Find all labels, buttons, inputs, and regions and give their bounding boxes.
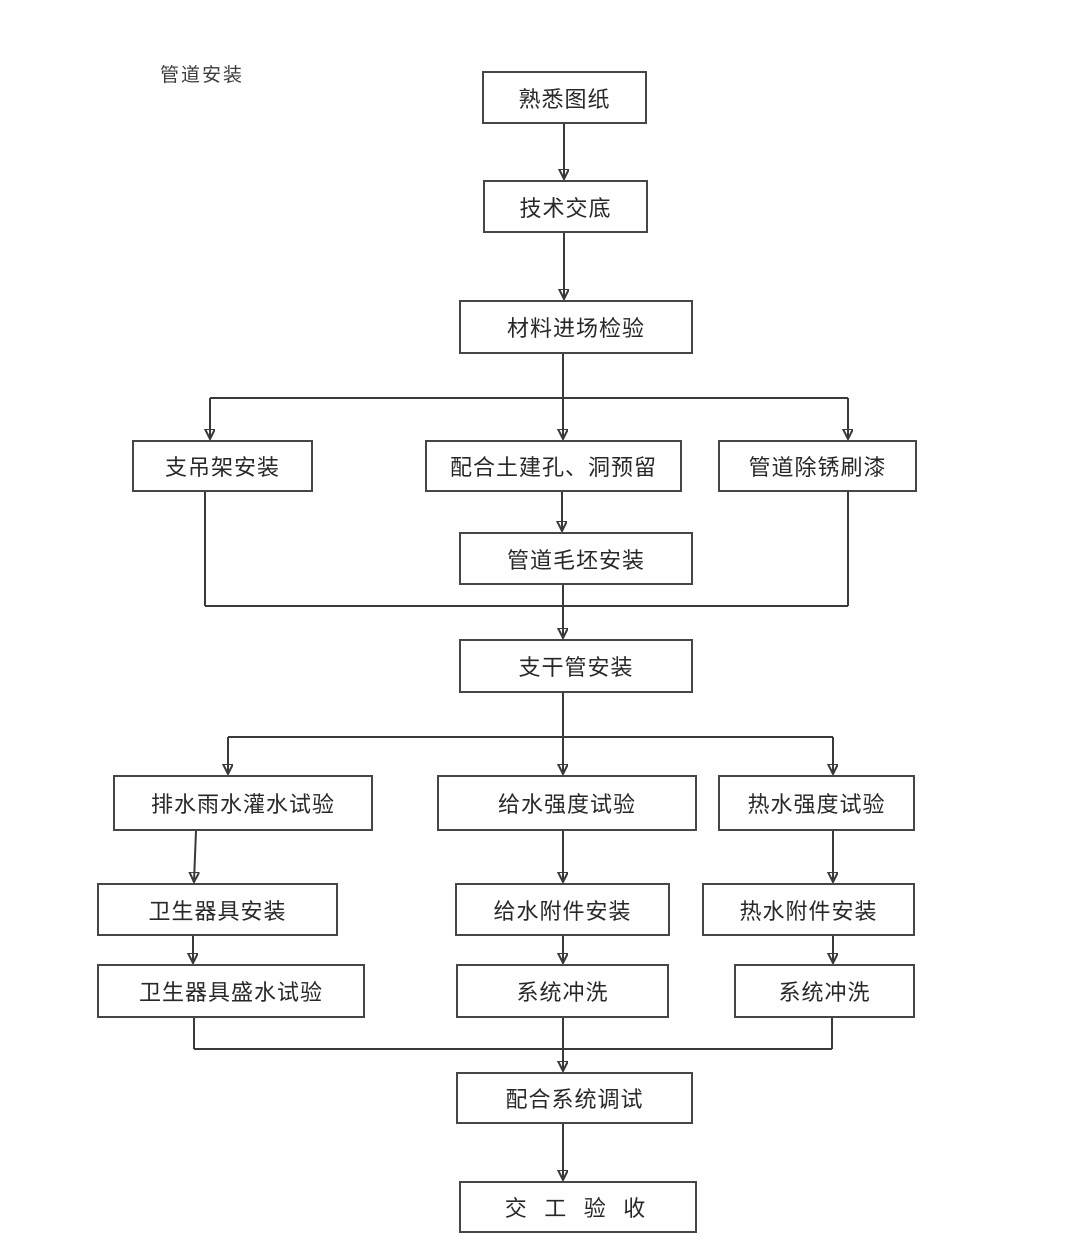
node-branch-main-pipe-installation: 支干管安装 [459, 639, 693, 693]
node-label: 热水强度试验 [747, 792, 886, 817]
node-label: 熟悉图纸 [518, 86, 611, 112]
node-water-supply-fitting-installation: 给水附件安装 [455, 883, 670, 936]
node-system-commissioning: 配合系统调试 [456, 1072, 693, 1124]
node-pipe-rough-installation: 管道毛坯安装 [459, 532, 693, 585]
node-drain-rainwater-filling-test: 排水雨水灌水试验 [113, 775, 373, 831]
node-label: 管道毛坯安装 [506, 547, 645, 573]
node-label: 材料进场检验 [506, 316, 645, 341]
node-label: 交 工 验 收 [504, 1196, 652, 1221]
node-completion-acceptance: 交 工 验 收 [459, 1181, 697, 1233]
node-label: 配合土建孔、洞预留 [449, 455, 657, 480]
node-system-flushing-water-supply: 系统冲洗 [456, 964, 669, 1018]
node-civil-hole-opening-reservation: 配合土建孔、洞预留 [425, 440, 682, 492]
node-label: 系统冲洗 [516, 980, 609, 1005]
node-technical-disclosure: 技术交底 [483, 180, 648, 233]
node-label: 热水附件安装 [739, 898, 878, 924]
node-sanitary-ware-water-holding-test: 卫生器具盛水试验 [97, 964, 365, 1018]
node-label: 卫生器具盛水试验 [138, 980, 323, 1005]
node-label: 技术交底 [519, 195, 612, 221]
node-familiarize-drawings: 熟悉图纸 [482, 71, 647, 124]
node-label: 支干管安装 [518, 655, 634, 680]
node-material-entry-inspection: 材料进场检验 [459, 300, 693, 354]
node-pipe-derust-painting: 管道除锈刷漆 [718, 440, 917, 492]
node-label: 配合系统调试 [505, 1087, 644, 1112]
node-sanitary-ware-installation: 卫生器具安装 [97, 883, 338, 936]
node-water-supply-strength-test: 给水强度试验 [437, 775, 697, 831]
node-label: 卫生器具安装 [148, 898, 287, 924]
node-support-hanger-installation: 支吊架安装 [132, 440, 313, 492]
node-label: 给水强度试验 [497, 792, 636, 817]
node-hot-water-fitting-installation: 热水附件安装 [702, 883, 915, 936]
node-label: 排水雨水灌水试验 [150, 792, 335, 817]
node-system-flushing-hot-water: 系统冲洗 [734, 964, 915, 1018]
page-title: 管道安装 [160, 65, 245, 86]
node-label: 管道除锈刷漆 [748, 455, 887, 480]
edge-drain-test-to-sanitary-install [194, 830, 196, 881]
node-label: 给水附件安装 [493, 898, 632, 924]
node-label: 系统冲洗 [778, 980, 871, 1005]
node-hot-water-strength-test: 热水强度试验 [718, 775, 915, 831]
node-label: 支吊架安装 [164, 455, 280, 480]
